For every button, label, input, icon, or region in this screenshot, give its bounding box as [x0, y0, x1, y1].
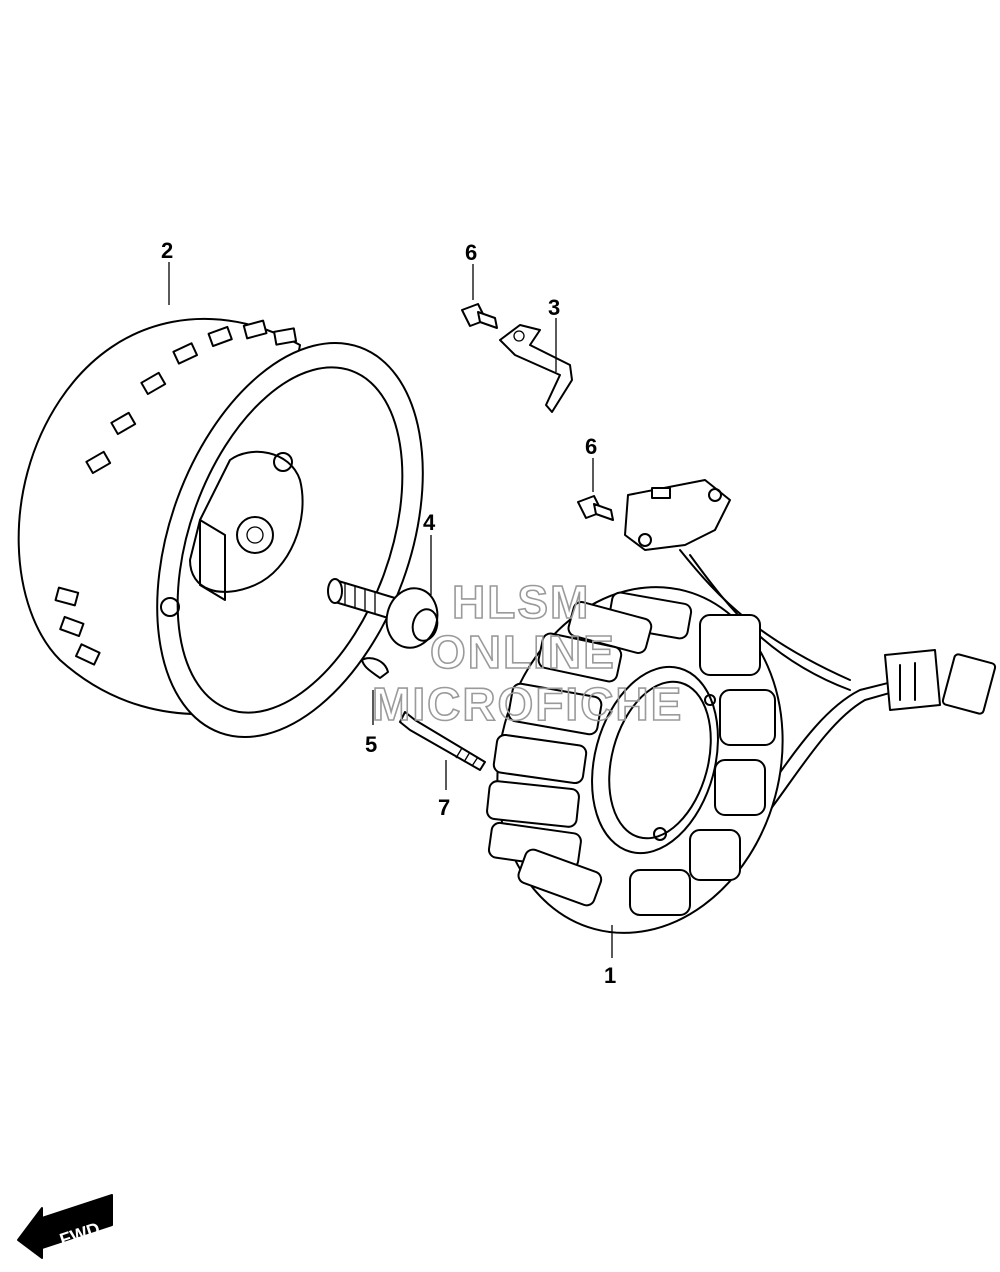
callout-2: 2: [161, 238, 173, 263]
rotor-part: [17, 317, 424, 738]
callout-1: 1: [604, 963, 616, 988]
callout-5: 5: [365, 732, 377, 757]
watermark: HLSM ONLINE MICROFICHE: [371, 575, 683, 731]
callout-6-upper: 6: [465, 240, 477, 265]
rotor-bolt-part: [327, 578, 439, 649]
watermark-line-1: HLSM: [452, 576, 590, 628]
watermark-line-3: MICROFICHE: [372, 678, 683, 730]
callout-3: 3: [548, 295, 560, 320]
screw-part-upper: [461, 303, 498, 329]
watermark-line-2: ONLINE: [430, 626, 616, 678]
key-part: [361, 657, 389, 679]
callout-4: 4: [423, 510, 436, 535]
leader-lines: [168, 262, 613, 958]
callout-6-lower: 6: [585, 434, 597, 459]
callout-7: 7: [438, 795, 450, 820]
screw-part-lower: [577, 495, 614, 521]
stator-bolt-part: [399, 711, 486, 771]
stator-part: [486, 479, 997, 934]
fwd-badge: FWD: [17, 1194, 113, 1259]
bracket-part: [499, 324, 573, 413]
